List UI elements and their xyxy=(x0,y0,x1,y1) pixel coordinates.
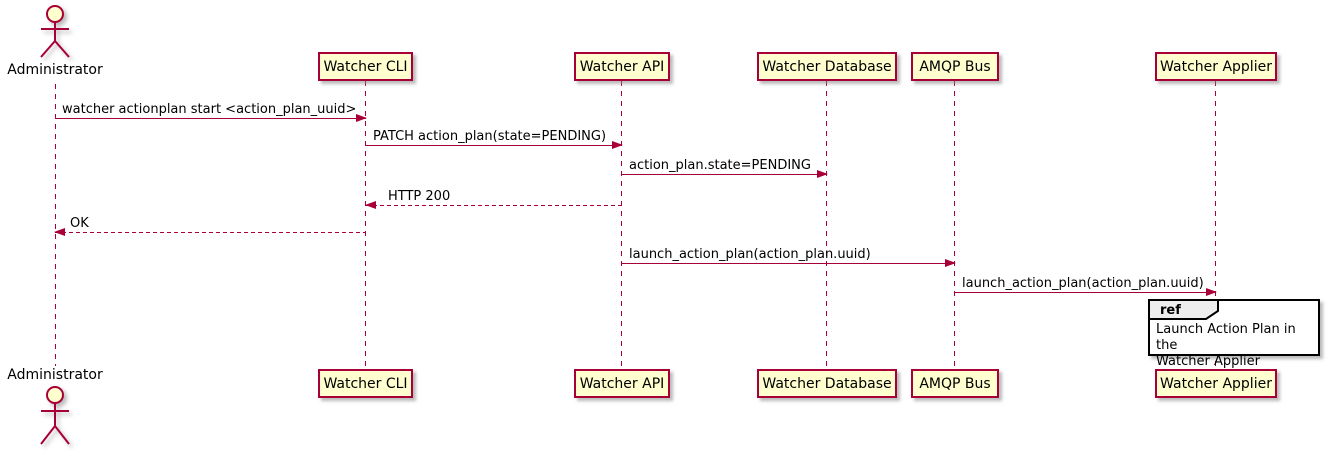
participant-watcher-cli-top: Watcher CLI xyxy=(318,52,413,81)
message-7: launch_action_plan(action_plan.uuid) xyxy=(955,276,1217,296)
message-1-label: watcher actionplan start <action_plan_uu… xyxy=(62,102,357,117)
participant-watcher-applier-top: Watcher Applier xyxy=(1155,52,1277,81)
ref-body-line-2: Watcher Applier xyxy=(1156,354,1260,369)
message-7-line xyxy=(955,292,1216,293)
message-2: PATCH action_plan(state=PENDING) xyxy=(366,129,623,149)
participant-watcher-api-top: Watcher API xyxy=(574,52,670,81)
participant-amqp-bus-bottom: AMQP Bus xyxy=(911,369,999,398)
arrowhead-icon xyxy=(612,141,623,149)
actor-administrator-figure-bottom xyxy=(40,386,70,445)
ref-body-text: Launch Action Plan in the Watcher Applie… xyxy=(1156,322,1314,370)
message-2-line xyxy=(366,145,622,146)
message-3: action_plan.state=PENDING xyxy=(622,158,828,178)
ref-header-pentagon xyxy=(1148,299,1219,320)
message-4-label: HTTP 200 xyxy=(388,189,451,204)
message-1-line xyxy=(55,118,366,119)
message-1: watcher actionplan start <action_plan_uu… xyxy=(55,102,367,122)
message-6-line xyxy=(622,263,955,264)
arrowhead-icon xyxy=(54,228,65,236)
message-5-line xyxy=(55,232,366,233)
lifeline-watcher-database xyxy=(826,81,827,369)
arrowhead-icon xyxy=(365,201,376,209)
participant-watcher-database-bottom: Watcher Database xyxy=(757,369,897,398)
message-5: OK xyxy=(54,216,366,236)
lifeline-amqp-bus xyxy=(954,81,955,369)
participant-watcher-cli-bottom: Watcher CLI xyxy=(318,369,413,398)
message-4: HTTP 200 xyxy=(365,189,622,209)
message-3-label: action_plan.state=PENDING xyxy=(629,158,811,173)
actor-administrator-label-bottom: Administrator xyxy=(7,367,103,383)
message-3-line xyxy=(622,174,827,175)
lifeline-watcher-api xyxy=(621,81,622,369)
message-6: launch_action_plan(action_plan.uuid) xyxy=(622,247,956,267)
ref-keyword: ref xyxy=(1160,303,1181,318)
lifeline-watcher-applier xyxy=(1215,81,1216,369)
message-7-label: launch_action_plan(action_plan.uuid) xyxy=(962,276,1204,291)
message-6-label: launch_action_plan(action_plan.uuid) xyxy=(629,247,871,262)
lifeline-administrator xyxy=(55,84,56,366)
participant-watcher-api-bottom: Watcher API xyxy=(574,369,670,398)
lifeline-watcher-cli xyxy=(365,81,366,369)
participant-watcher-applier-bottom: Watcher Applier xyxy=(1155,369,1277,398)
arrowhead-icon xyxy=(817,170,828,178)
arrowhead-icon xyxy=(356,114,367,122)
message-5-label: OK xyxy=(70,216,89,231)
arrowhead-icon xyxy=(945,259,956,267)
actor-administrator-label-top: Administrator xyxy=(7,62,103,78)
participant-amqp-bus-top: AMQP Bus xyxy=(911,52,999,81)
arrowhead-icon xyxy=(1206,288,1217,296)
message-2-label: PATCH action_plan(state=PENDING) xyxy=(373,129,607,144)
ref-body-line-1: Launch Action Plan in the xyxy=(1156,322,1296,353)
ref-fragment: ref Launch Action Plan in the Watcher Ap… xyxy=(1148,299,1320,369)
actor-administrator-figure-top xyxy=(40,5,70,58)
participant-watcher-database-top: Watcher Database xyxy=(757,52,897,81)
message-4-line xyxy=(366,205,622,206)
